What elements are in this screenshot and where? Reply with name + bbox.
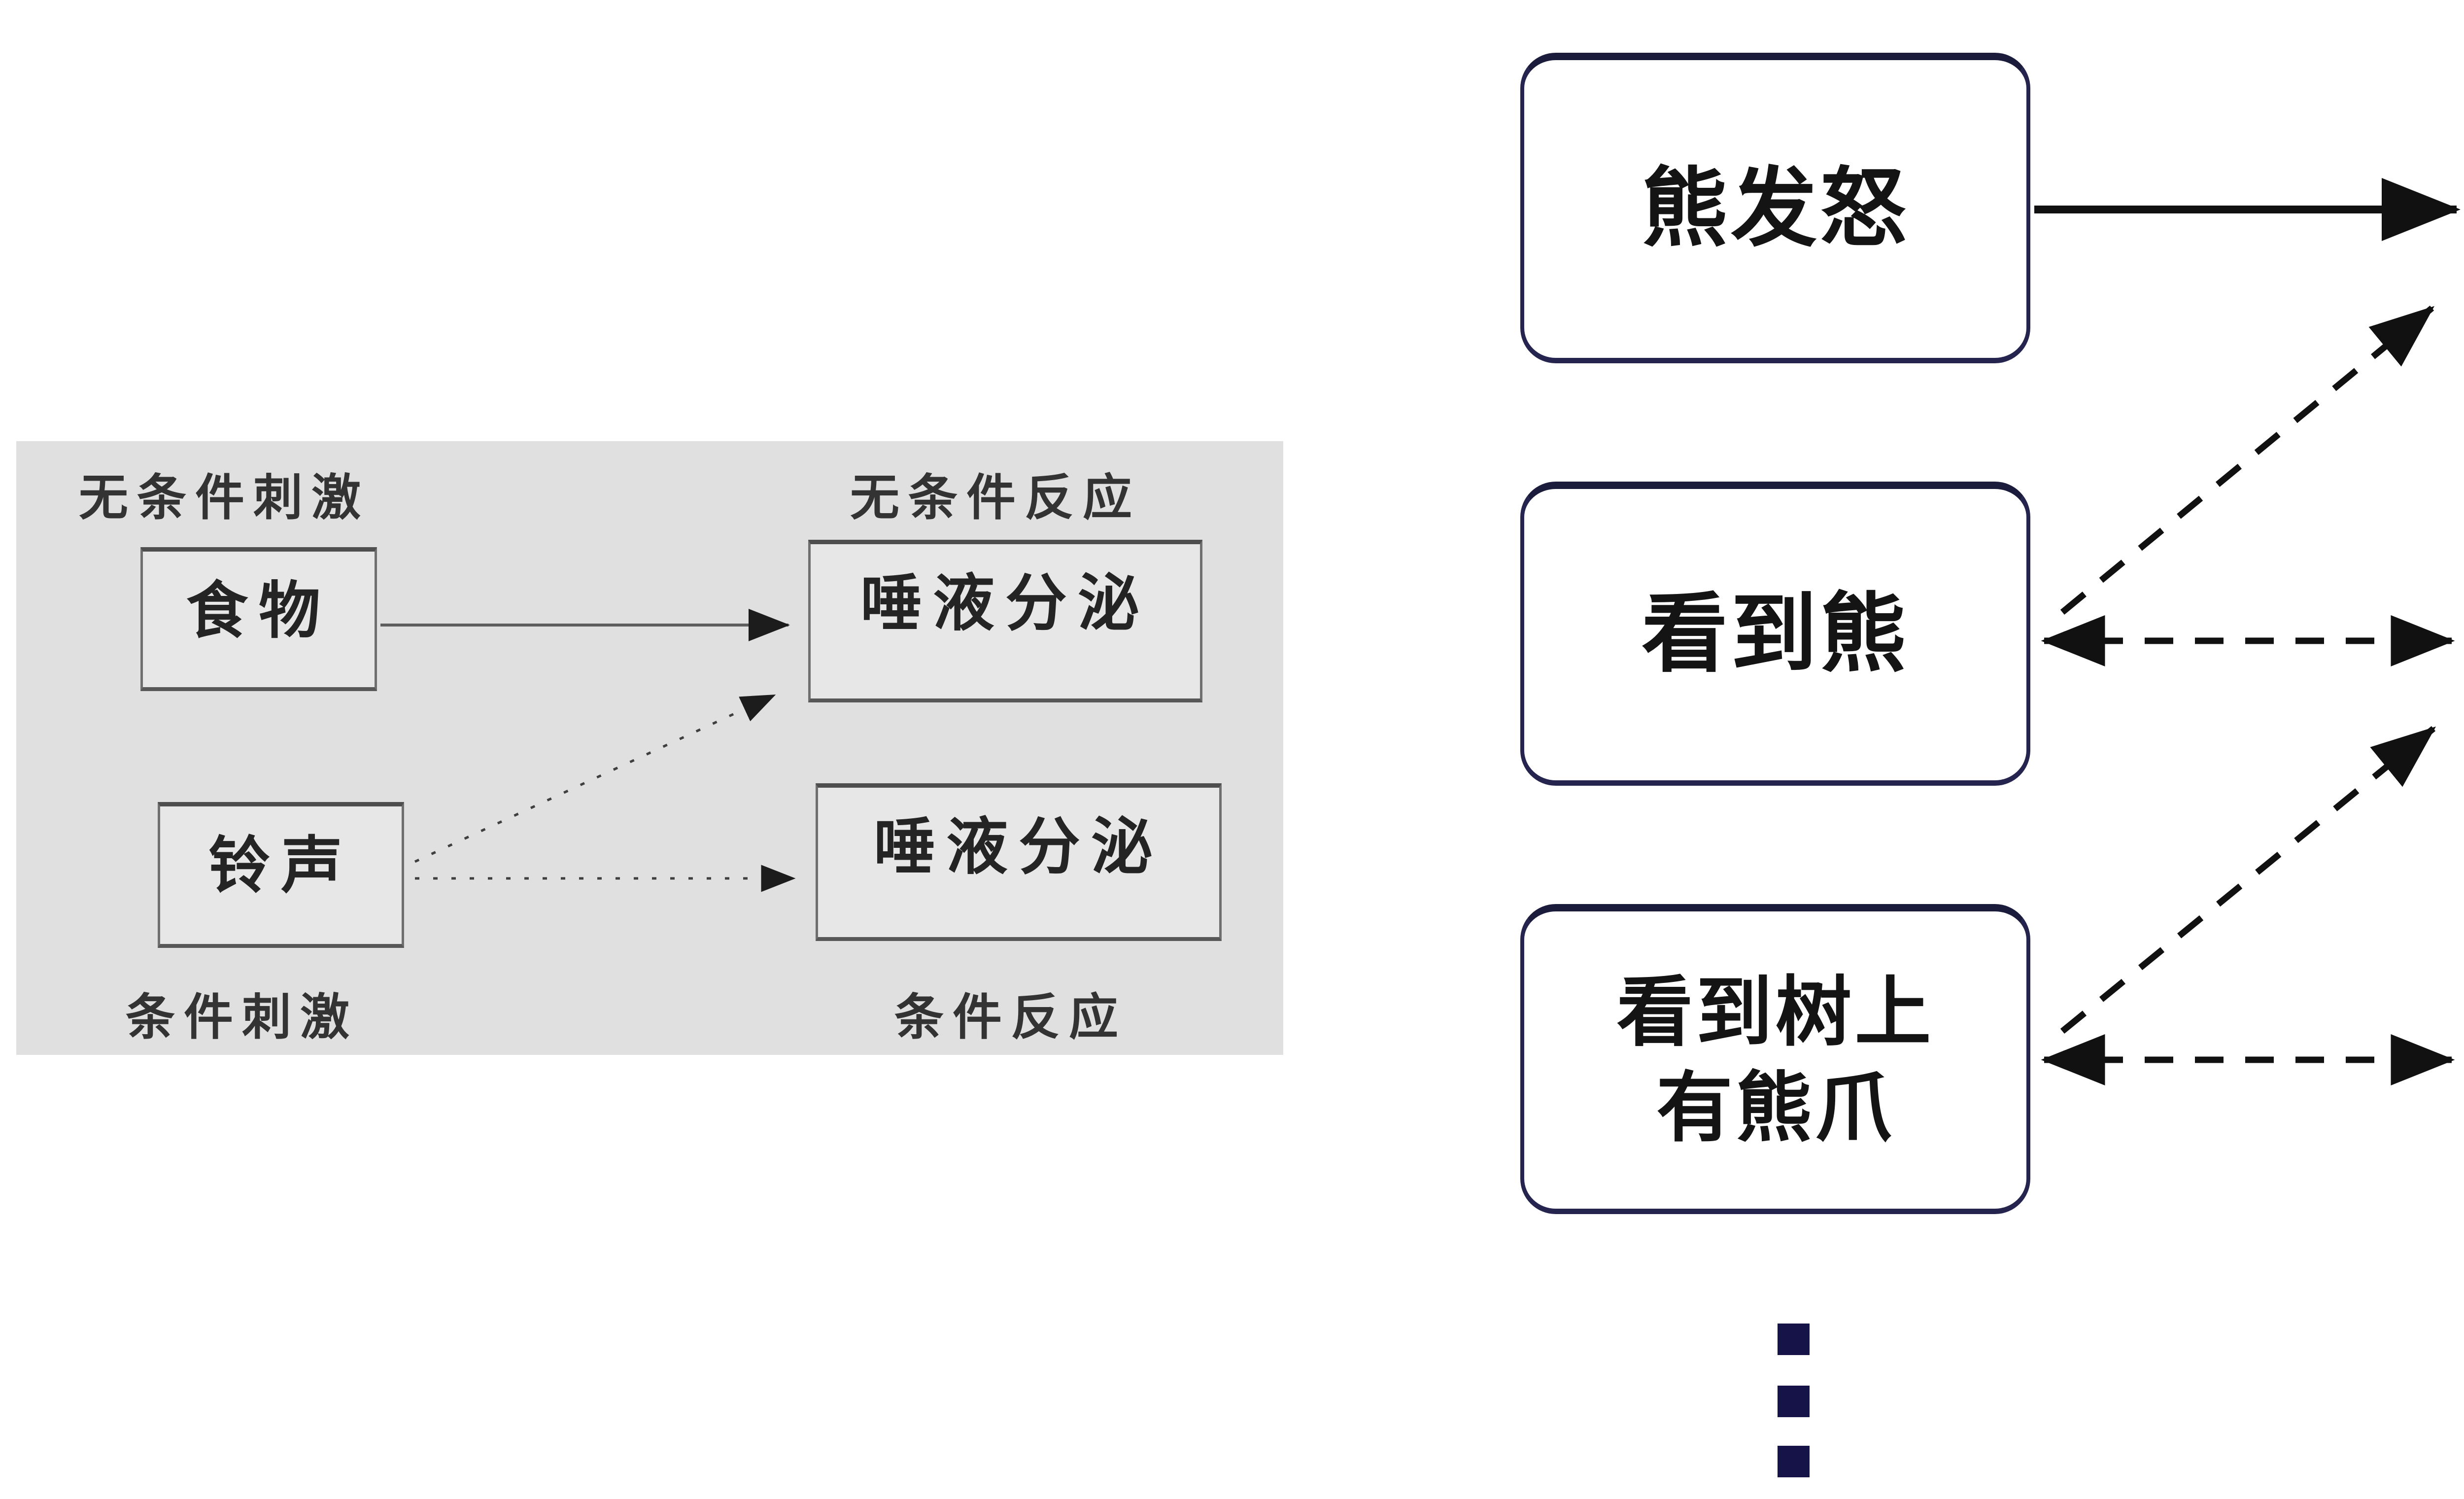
box-salivation-conditioned-label: 唾液分泌	[874, 813, 1164, 881]
box-see-bear-label: 看到熊	[1642, 586, 1909, 683]
box-bell: 铃声	[158, 802, 404, 948]
ellipsis-states-dash-2	[1778, 1386, 1810, 1417]
label-conditioned-response: 条件反应	[894, 990, 1127, 1045]
pavlov-panel	[16, 441, 1283, 1055]
box-salivation-unconditioned-label: 唾液分泌	[860, 569, 1150, 638]
ellipsis-states-dash-1	[1778, 1324, 1810, 1355]
box-see-bear-claw: 看到树上 有熊爪	[1520, 904, 2030, 1214]
box-see-bear-claw-line2: 有熊爪	[1656, 1065, 1894, 1150]
label-unconditioned-response: 无条件反应	[850, 470, 1141, 525]
box-bell-label: 铃声	[208, 832, 353, 900]
box-see-bear: 看到熊	[1520, 482, 2030, 786]
label-unconditioned-stimulus: 无条件刺激	[79, 470, 370, 525]
box-see-bear-claw-line1: 看到树上	[1616, 969, 1934, 1055]
box-salivation-conditioned: 唾液分泌	[816, 783, 1222, 941]
ellipsis-states-dash-3	[1778, 1446, 1810, 1477]
box-food-label: 食物	[186, 577, 331, 645]
box-bear-angry-label: 熊发怒	[1642, 160, 1909, 257]
box-salivation-unconditioned: 唾液分泌	[808, 540, 1202, 702]
box-food: 食物	[140, 547, 377, 691]
arrow-see-bear-to-reward-dashed	[2060, 305, 2435, 615]
label-conditioned-stimulus: 条件刺激	[126, 990, 358, 1045]
box-bear-angry: 熊发怒	[1520, 53, 2030, 363]
arrow-see-claw-to-value-next-dashed	[2060, 726, 2436, 1034]
box-see-bear-claw-label: 看到树上 有熊爪	[1617, 965, 1934, 1156]
